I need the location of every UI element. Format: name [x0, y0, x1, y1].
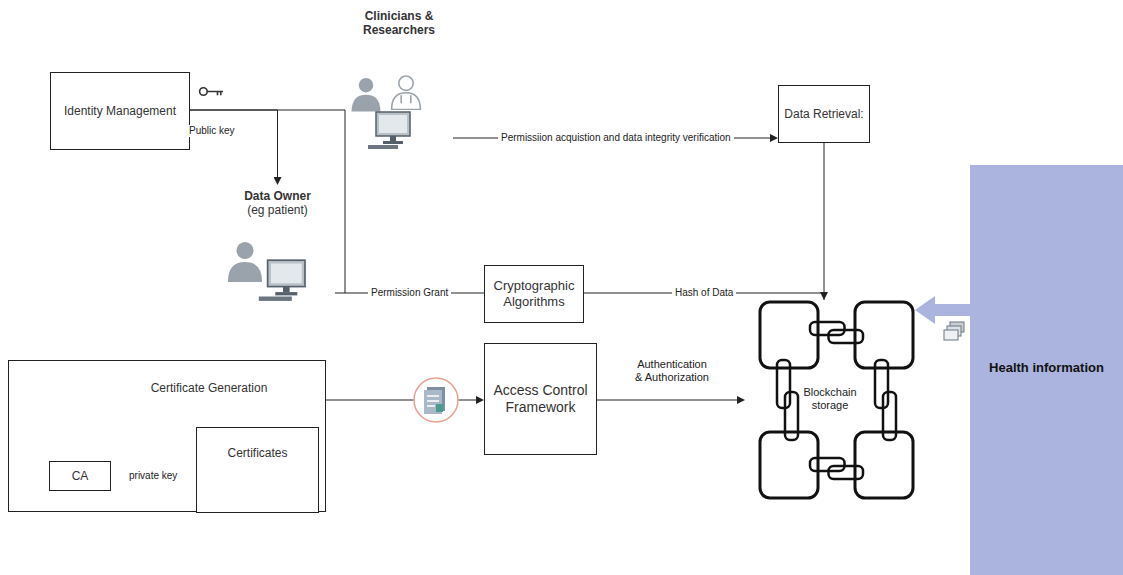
edge-label: Permissiion acquistion and data integrit…	[498, 132, 734, 144]
connector	[190, 110, 345, 111]
process-box: Access Control Framework	[484, 343, 597, 455]
node-label: Cryptographic Algorithms	[489, 278, 579, 309]
node-label: Blockchain storage	[795, 386, 865, 412]
patient-icon	[228, 242, 305, 301]
junction-wire	[345, 110, 346, 293]
process-box: CA	[49, 461, 111, 491]
actor-node: Clinicians & Researchers	[345, 5, 453, 153]
node-label: Identity Management	[64, 104, 176, 118]
node-label: Data Owner	[220, 189, 335, 203]
process-box: Certificates	[196, 427, 319, 513]
actor-node: Data Owner(eg patient)	[220, 185, 335, 303]
node-label: Clinicians & Researchers	[345, 9, 453, 38]
data-flow-arrow	[935, 304, 970, 316]
edge-label: Public key	[186, 125, 238, 137]
connector	[326, 400, 476, 401]
process-box: Identity Management	[50, 72, 190, 150]
edge-label: private key	[126, 470, 180, 482]
key-icon	[200, 88, 223, 96]
process-box: Data Retrieval:	[778, 85, 870, 143]
connector	[190, 110, 278, 177]
group-box: Certificate GenerationCA Certificates	[8, 360, 326, 512]
connector	[824, 143, 825, 292]
node-sublabel: (eg patient)	[220, 203, 335, 217]
node-label: Certificates	[227, 446, 287, 460]
blockchain-node: Blockchain storage	[745, 300, 915, 500]
health-panel: Health information	[970, 165, 1123, 575]
node-label: CA	[72, 469, 89, 483]
edge-label: Authentication & Authorization	[630, 358, 714, 384]
node-label: Certificate Generation	[129, 381, 289, 395]
clinician-icon	[352, 76, 421, 149]
node-label: Health information	[970, 360, 1123, 376]
node-label: Access Control Framework	[489, 382, 592, 416]
node-label: Data Retrieval:	[784, 107, 863, 121]
process-box: Cryptographic Algorithms	[484, 265, 584, 323]
connector	[597, 400, 737, 401]
documents-icon	[944, 322, 964, 340]
edge-label: Hash of Data	[672, 287, 736, 299]
edge-label: Permission Grant	[368, 287, 451, 299]
certificate-icon	[414, 378, 458, 422]
